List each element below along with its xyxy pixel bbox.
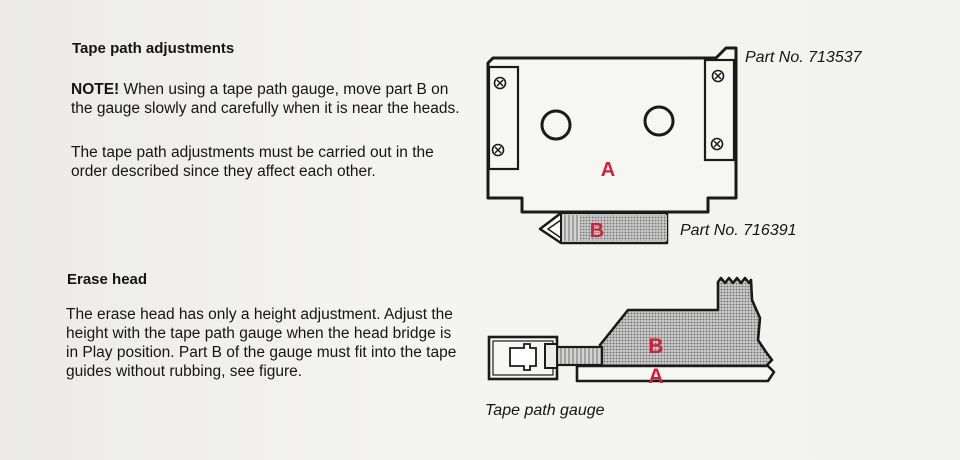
slider-part-b: B [538,211,669,245]
tape-guide-bar [575,364,776,383]
letter-b: B [648,335,663,358]
cassette-gauge-part-a: A [486,46,738,214]
spool-hole-left [540,109,572,141]
letter-a: A [601,159,615,181]
note-text: When using a tape path gauge, move part … [71,81,460,117]
tape-path-gauge-caption: Tape path gauge [485,402,605,419]
tape-path-paragraph: The tape path adjustments must be carrie… [71,144,434,180]
section-heading-tape-path: Tape path adjustments [72,40,235,57]
right-mounting-plate [703,58,736,162]
letter-b: B [590,220,604,242]
gauge-cross-slot [509,343,537,371]
part-number-716391-label: Part No. 716391 [680,222,797,239]
erase-head-assembly: B A [487,276,776,388]
erase-head-paragraph: The erase head has only a height adjustm… [66,306,457,380]
screw-icon [710,137,724,151]
screw-icon [711,69,725,83]
spool-hole-right [643,105,675,137]
note-label: NOTE! [71,81,120,98]
letter-a: A [648,365,663,388]
section-heading-erase-head: Erase head [67,271,148,288]
screw-icon [493,76,507,90]
left-mounting-plate [487,65,520,171]
screw-icon [491,143,505,157]
gauge-part-b-slider [555,345,604,367]
note-paragraph: NOTE! When using a tape path gauge, move… [71,80,461,118]
part-number-713537-label: Part No. 713537 [745,49,862,66]
